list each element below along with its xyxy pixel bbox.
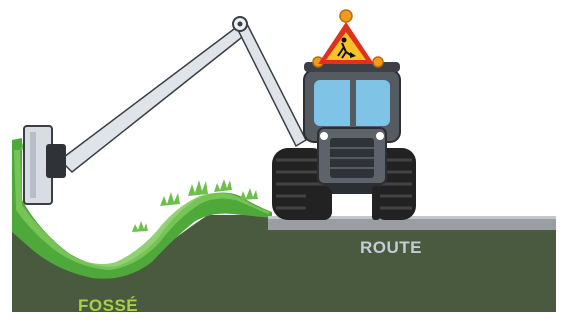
headlight-left (320, 132, 328, 140)
tractor-front-left-tire (306, 186, 332, 220)
route-label: ROUTE (360, 238, 422, 258)
tractor-front-right-tire (372, 186, 380, 220)
headlight-right (376, 132, 384, 140)
ditch-label: FOSSÉ (78, 296, 138, 316)
